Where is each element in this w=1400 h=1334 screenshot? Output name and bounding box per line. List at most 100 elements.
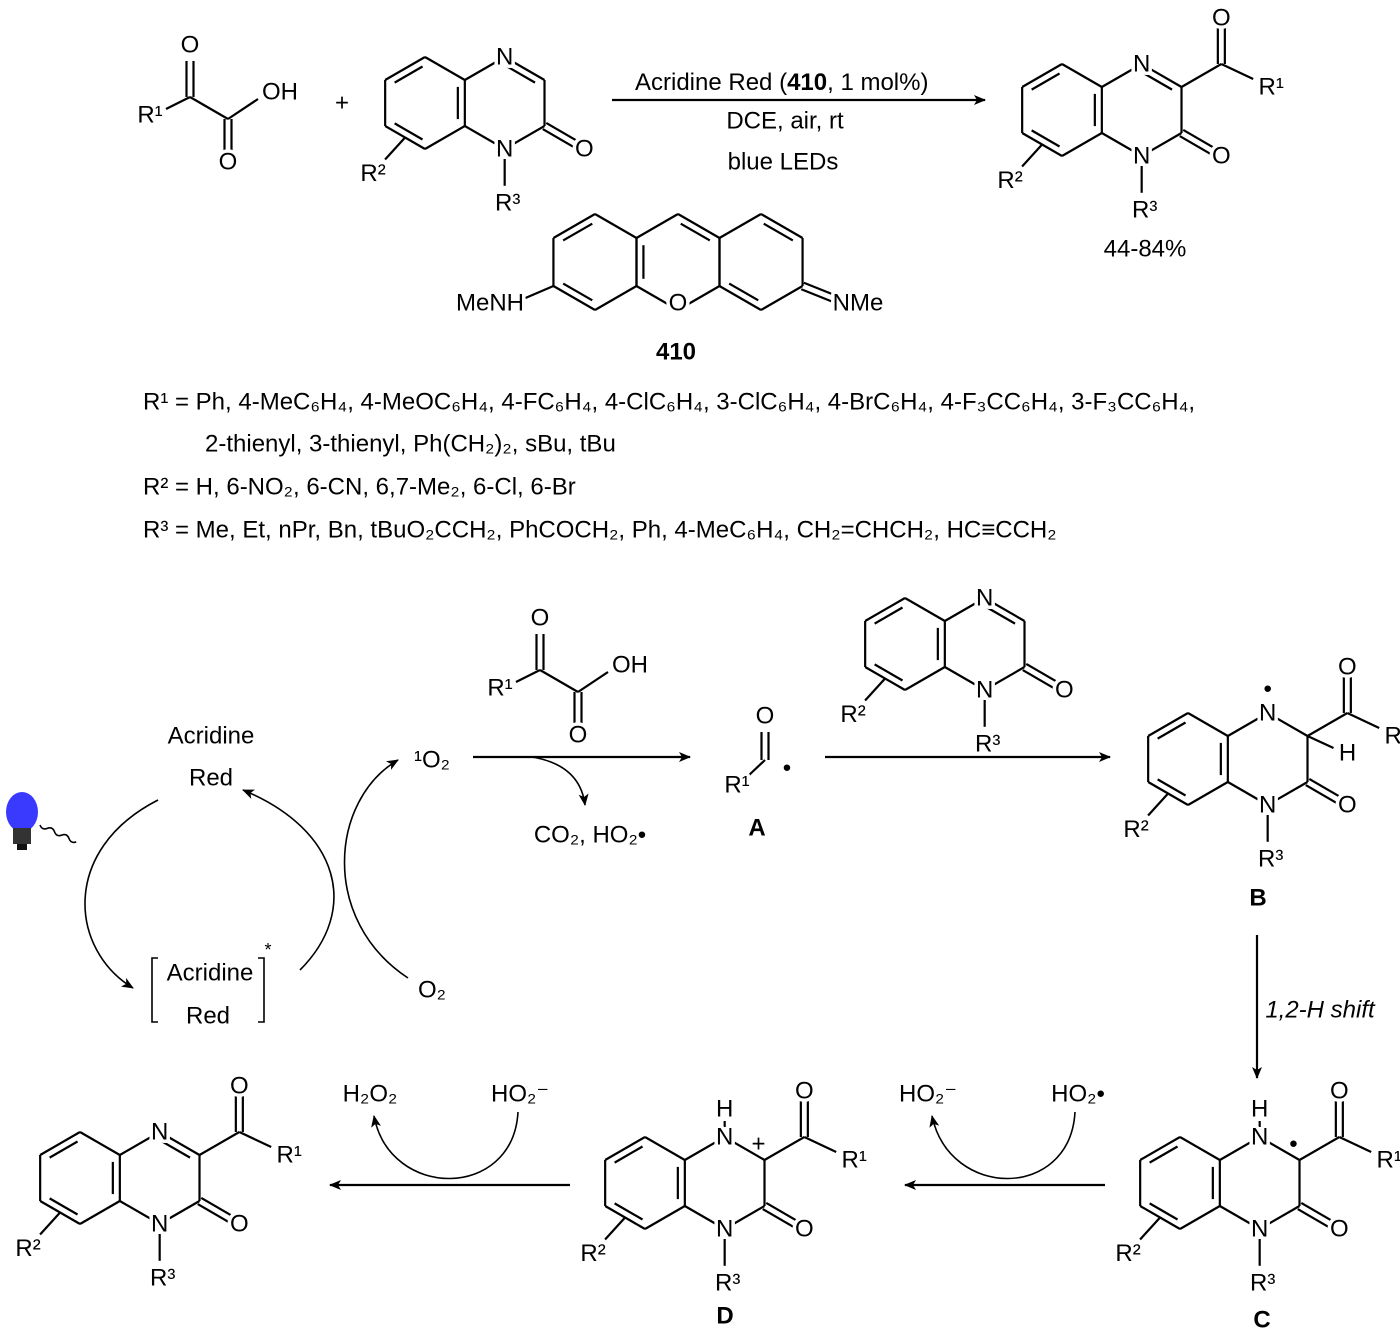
atom-labels: NNOR³R²NNOR³R²OR¹NNOR³R²NNOR³R²OR¹•HNNOR… [12,1,1400,1300]
excited-state-brackets [151,957,265,1023]
nitrogen-4: N [976,585,993,612]
c-oh-bond [577,671,609,693]
r3-substituent: R³ [150,1265,175,1292]
bond [1219,1136,1261,1161]
acyl-r1-bond [1338,1136,1372,1153]
oxygen: O₂ [418,977,446,1004]
conditions-catalyst: Acridine Red (410, 1 mol%) [635,69,928,96]
aromatic-double-bond [874,663,904,682]
substituents-r1-cont: 2-thienyl, 3-thienyl, Ph(CH₂)₂, sBu, tBu [205,431,616,458]
carbonyl-oxygen: O [230,1211,249,1238]
hydroperoxide-anion-out: HO₂⁻ [899,1081,957,1108]
ring-bond [904,666,946,691]
bond [684,1136,726,1161]
bond [984,597,1026,622]
acyl-bond [1306,712,1348,737]
catalyst-ring-bond [552,213,596,239]
acyl-oxygen: O [795,1078,814,1105]
catalyst-ring-bond [677,285,721,311]
r3-substituent: R³ [1258,846,1283,873]
catalyst-ring-bond [760,213,804,239]
aromatic-double-bond [1149,1202,1179,1221]
bond [119,1131,161,1156]
keto-acid-acid-oxygen: O [219,149,238,176]
excited-state-mark: * [264,940,271,960]
proton-transfer-arrow [371,1111,519,1180]
imine-double-bond [506,65,536,84]
nitrogen-4: N [1259,700,1276,727]
ring-bond [904,597,946,622]
catalyst-ring-bond [635,285,679,311]
ring-bond [864,597,906,622]
electron-transfer-arrow [929,1111,1076,1180]
carbonyl-bond [762,1208,796,1229]
r3-substituent: R³ [1250,1270,1275,1297]
acyl-bond [1180,63,1222,88]
catalyst-excited-line2: Red [186,1003,230,1030]
keto-acid-hydroxyl: OH [262,79,298,106]
aromatic-double-bond [394,65,424,84]
cation-charge: + [752,1131,766,1158]
bond [1101,132,1143,157]
conditions-light: blue LEDs [728,149,839,176]
carbonyl-bond [542,128,576,149]
ring-bond [384,56,426,81]
oxygen-activation-arrow [343,759,409,979]
bond [1227,781,1269,806]
bond [119,1200,161,1225]
r3-substituent: R³ [1132,197,1157,224]
acyl-r1-bond [1220,63,1254,80]
r1-bond [165,96,191,110]
bond [159,1131,201,1156]
r1-substituent: R¹ [277,1142,302,1169]
carbonyl-oxygen: O [1330,1216,1349,1243]
ring-bond [1179,1136,1221,1161]
nitrogen-1: N [1133,143,1150,170]
c-c-bond [189,96,229,120]
bond [504,56,546,81]
aromatic-double-bond [614,1202,644,1221]
ring-bond [604,1136,646,1161]
aromatic-double-bond [394,122,424,141]
r2-substituent: R² [997,167,1022,194]
r2-substituent: R² [15,1235,40,1262]
catalyst-meNH: MeNH [456,290,524,317]
nitrogen-4: N [1251,1124,1268,1151]
catalyst-number: 410 [656,339,696,366]
catalyst-ring-bond [594,285,638,311]
nitrogen-1: N [496,136,513,163]
bond [464,56,506,81]
carbonyl-bond [1179,135,1213,156]
ring-bond [644,1136,686,1161]
substituents-r3: R³ = Me, Et, nPr, Bn, tBuO₂CCH₂, PhCOCH₂… [143,517,1057,544]
carbonyl-bond [1305,784,1339,805]
bond [684,1205,726,1230]
c-oh-bond [227,98,259,120]
acyl-oxygen: O [1338,654,1357,681]
acyl-oxygen: O [230,1073,249,1100]
nitrogen-4: N [1133,51,1150,78]
acyl-radical-oxygen: O [756,703,775,730]
ring-bond [1061,132,1103,157]
catalyst-imine-bond [803,281,835,296]
r1-substituent: R¹ [1259,74,1284,101]
acyl-r1-bond [238,1131,272,1148]
r1-substituent: R¹ [1385,723,1400,750]
singlet-oxygen: ¹O₂ [414,747,450,774]
aromatic-double-bond [49,1140,79,1159]
radical-dot: • [1263,676,1271,703]
catalyst-ring-bond [635,213,679,239]
nitrogen-1: N [1251,1216,1268,1243]
acyl-bond [198,1131,240,1156]
acyl-r1-bond [1346,712,1380,729]
double-bond [562,282,593,302]
r3-substituent: R³ [715,1270,740,1297]
catalyst-ring-bond [677,213,721,239]
catalyst-ring-bond [552,285,596,311]
imine-double-bond [1143,72,1173,91]
aromatic-double-bond [874,606,904,625]
hydroperoxide-anion-in: HO₂⁻ [491,1081,549,1108]
catalyst-imine-bond [800,288,832,303]
aromatic-double-bond [49,1197,79,1216]
